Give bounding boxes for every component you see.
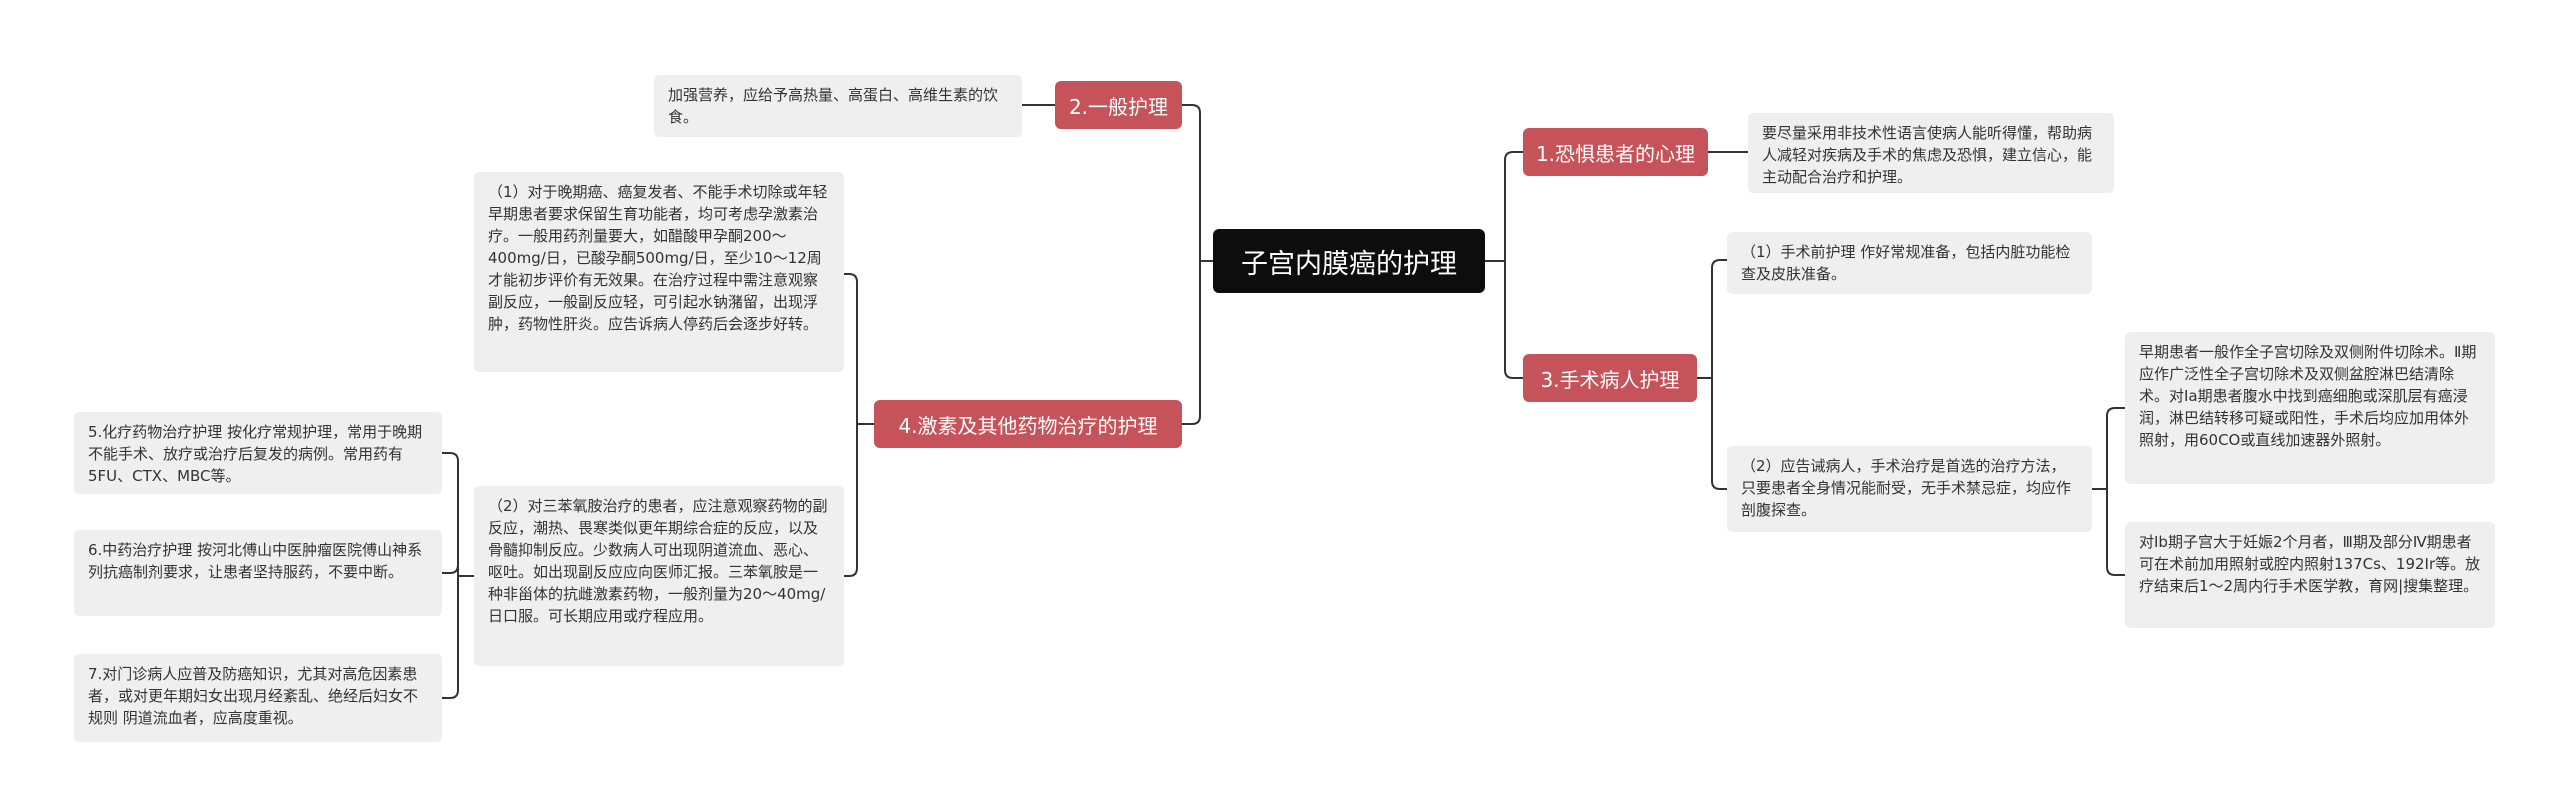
leaf-chemotherapy-care[interactable]: 5.化疗药物治疗护理 按化疗常规护理，常用于晚期不能手术、放疗或治疗后复发的病例… bbox=[74, 412, 442, 494]
leaf-tcm-care[interactable]: 6.中药治疗护理 按河北傅山中医肿瘤医院傅山神系列抗癌制剂要求，让患者坚持服药，… bbox=[74, 530, 442, 616]
leaf-early-stage-surgery[interactable]: 早期患者一般作全子宫切除及双侧附件切除术。Ⅱ期应作广泛性全子宫切除术及双侧盆腔淋… bbox=[2125, 332, 2495, 484]
branch-fear-psychology[interactable]: 1.恐惧患者的心理 bbox=[1523, 128, 1708, 176]
branch-hormone-drug-care[interactable]: 4.激素及其他药物治疗的护理 bbox=[874, 400, 1182, 448]
root-topic[interactable]: 子宫内膜癌的护理 bbox=[1213, 229, 1485, 293]
leaf-progestin-therapy[interactable]: （1）对于晚期癌、癌复发者、不能手术切除或年轻早期患者要求保留生育功能者，均可考… bbox=[474, 172, 844, 372]
branch-general-care[interactable]: 2.一般护理 bbox=[1055, 81, 1182, 129]
leaf-fear-psychology[interactable]: 要尽量采用非技术性语言使病人能听得懂，帮助病人减轻对疾病及手术的焦虑及恐惧，建立… bbox=[1748, 113, 2114, 193]
leaf-radiotherapy[interactable]: 对Ⅰb期子宫大于妊娠2个月者，Ⅲ期及部分Ⅳ期患者可在术前加用照射或腔内照射137… bbox=[2125, 522, 2495, 628]
leaf-general-care[interactable]: 加强营养，应给予高热量、高蛋白、高维生素的饮食。 bbox=[654, 75, 1022, 137]
leaf-cancer-prevention[interactable]: 7.对门诊病人应普及防癌知识，尤其对高危因素患者，或对更年期妇女出现月经紊乱、绝… bbox=[74, 654, 442, 742]
leaf-preop-care[interactable]: （1）手术前护理 作好常规准备，包括内脏功能检查及皮肤准备。 bbox=[1727, 232, 2092, 294]
leaf-surgery-first-choice[interactable]: （2）应告诫病人，手术治疗是首选的治疗方法，只要患者全身情况能耐受，无手术禁忌症… bbox=[1727, 446, 2092, 532]
leaf-tamoxifen-therapy[interactable]: （2）对三苯氧胺治疗的患者，应注意观察药物的副反应，潮热、畏寒类似更年期综合症的… bbox=[474, 486, 844, 666]
branch-surgery-care[interactable]: 3.手术病人护理 bbox=[1523, 354, 1697, 402]
